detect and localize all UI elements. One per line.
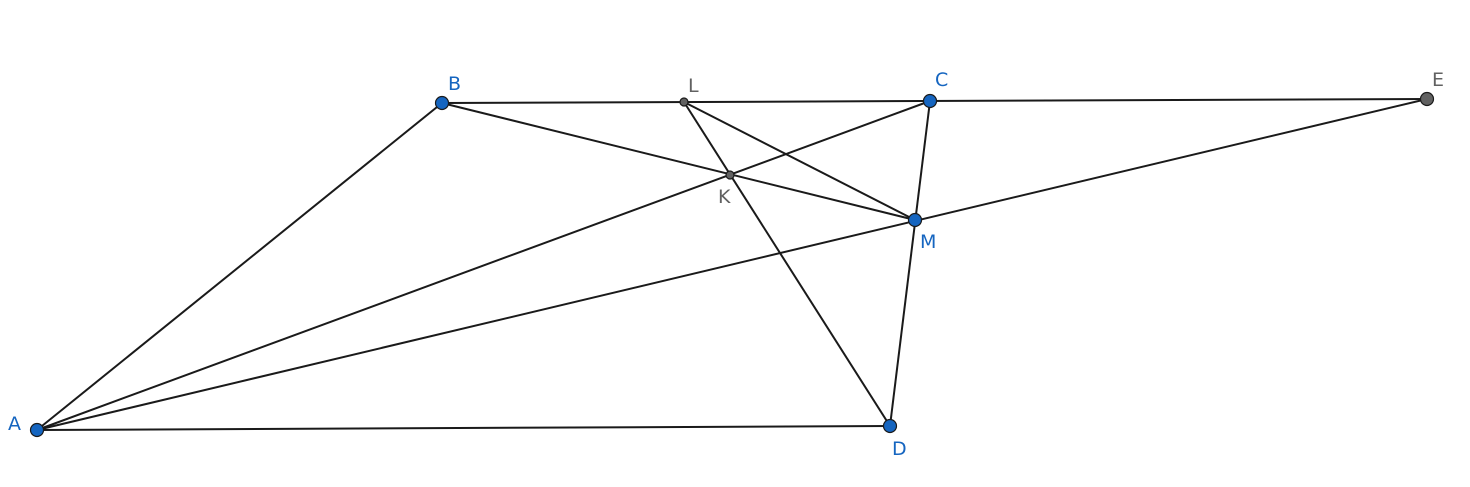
point-l[interactable] [679, 97, 689, 107]
segment-ad[interactable] [36, 425, 891, 431]
points [29, 91, 1435, 438]
label-a: A [8, 413, 21, 435]
point-e[interactable] [1419, 91, 1435, 107]
label-e: E [1432, 69, 1444, 91]
segment-ab[interactable] [36, 102, 443, 431]
point-m[interactable] [907, 212, 923, 228]
labels: A B C D M E L K [8, 69, 1444, 460]
segment-lm[interactable] [683, 101, 916, 221]
point-k[interactable] [725, 170, 735, 180]
segment-cd[interactable] [889, 100, 931, 427]
segments [36, 98, 1428, 431]
segment-bm[interactable] [441, 102, 916, 221]
point-c[interactable] [922, 93, 938, 109]
label-k: K [718, 186, 731, 208]
label-b: B [448, 73, 461, 95]
label-c: C [935, 69, 948, 91]
label-d: D [892, 438, 907, 460]
segment-ld[interactable] [683, 101, 891, 427]
segment-ae[interactable] [36, 98, 1428, 431]
point-d[interactable] [882, 418, 898, 434]
point-a[interactable] [29, 422, 45, 438]
segment-ac[interactable] [36, 100, 931, 431]
point-b[interactable] [434, 95, 450, 111]
label-m: M [920, 231, 936, 253]
label-l: L [688, 75, 699, 97]
